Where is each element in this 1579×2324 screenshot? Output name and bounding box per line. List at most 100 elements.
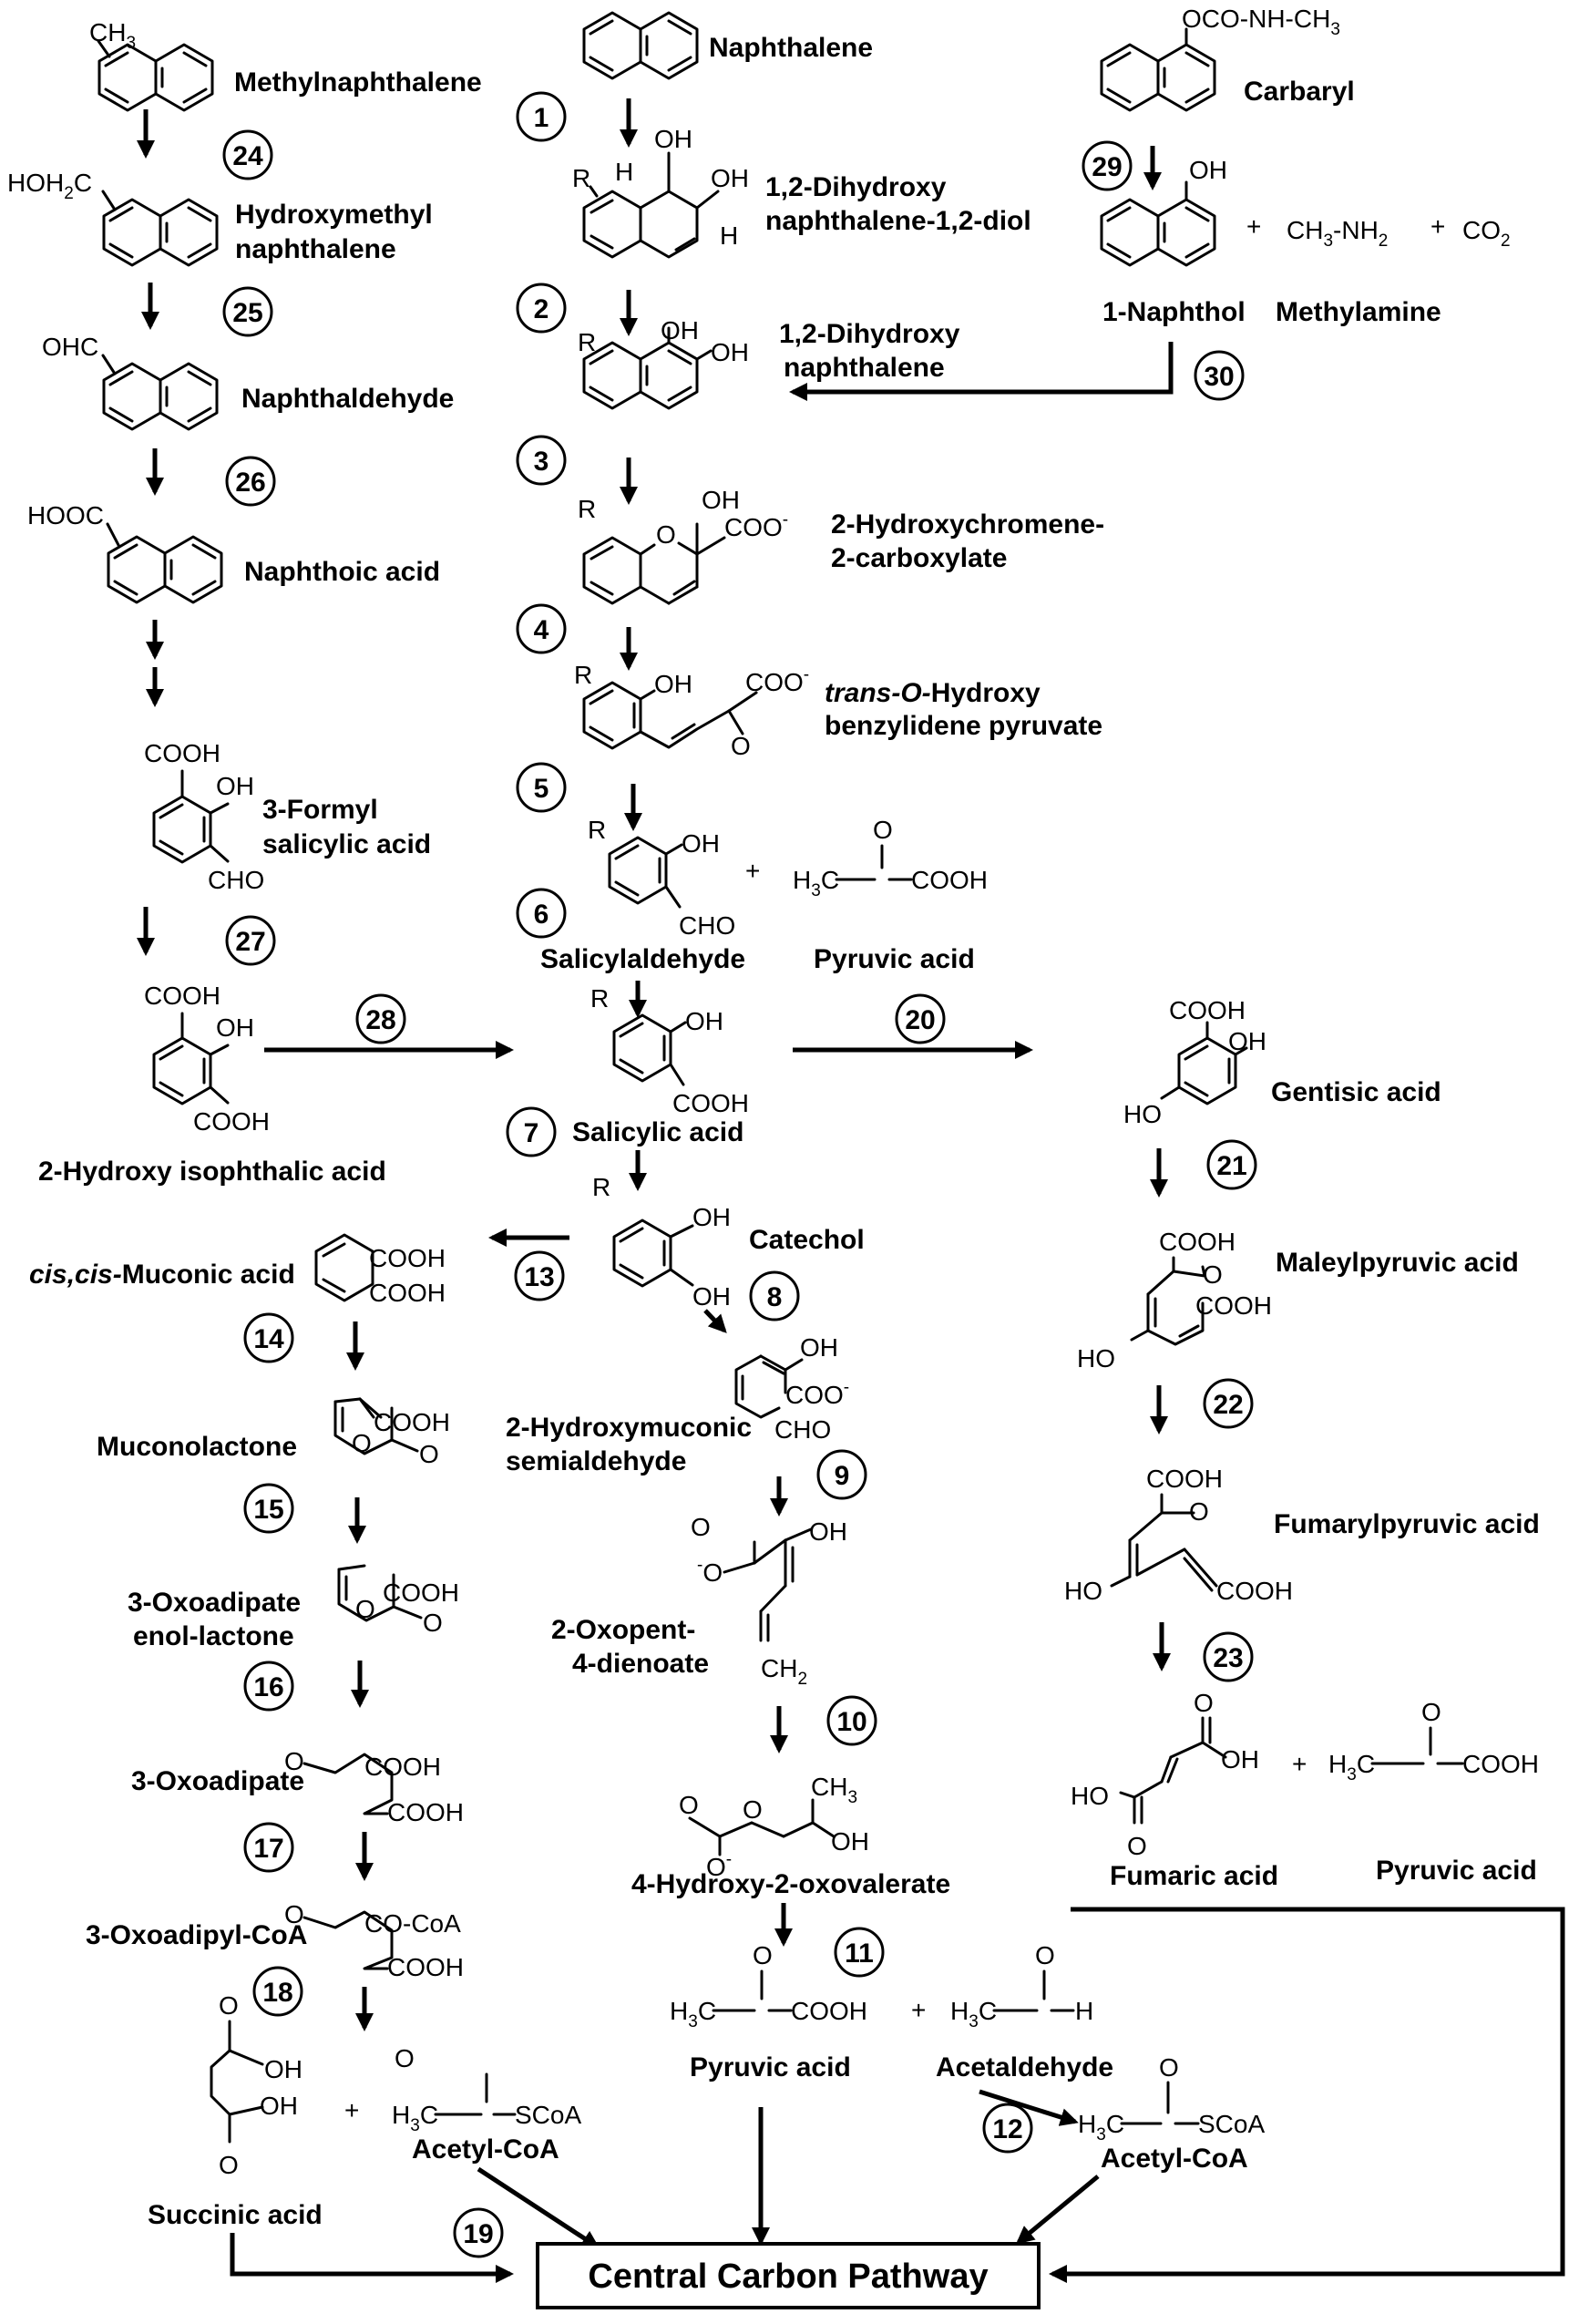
svg-text:30: 30 bbox=[1204, 362, 1234, 392]
plus-sign: + bbox=[344, 2096, 359, 2124]
methylnaphthalene-structure: CH3 bbox=[89, 18, 214, 112]
svg-text:O: O bbox=[219, 1991, 239, 2020]
methylamine-formula: CH3-NH2 bbox=[1287, 216, 1388, 251]
step-6: 6 bbox=[516, 888, 567, 939]
step-22: 22 bbox=[1203, 1378, 1254, 1429]
svg-text:OH: OH bbox=[702, 486, 740, 514]
svg-text:COOH: COOH bbox=[672, 1089, 749, 1117]
svg-text:HOH2C: HOH2C bbox=[7, 169, 92, 203]
svg-text:COOH: COOH bbox=[387, 1798, 464, 1826]
svg-text:HOOC: HOOC bbox=[27, 501, 104, 530]
svg-text:OH: OH bbox=[264, 2055, 302, 2083]
formyl-salicylic-acid-structure: COOH OH CHO bbox=[144, 739, 264, 894]
naphthoic-acid-label: Naphthoic acid bbox=[244, 557, 440, 587]
svg-text:OH: OH bbox=[685, 1007, 723, 1035]
svg-text:OH: OH bbox=[682, 829, 720, 858]
svg-text:OH: OH bbox=[654, 125, 692, 153]
step-3: 3 bbox=[516, 435, 567, 486]
muconolactone-label: Muconolactone bbox=[97, 1432, 297, 1462]
svg-text:OH: OH bbox=[260, 2092, 298, 2120]
svg-text:CH3: CH3 bbox=[811, 1773, 857, 1807]
maleylpyruvic-acid-structure: COOH O COOH HO bbox=[1077, 1228, 1272, 1373]
central-carbon-pathway-label: Central Carbon Pathway bbox=[588, 2257, 988, 2296]
step-17: 17 bbox=[243, 1822, 294, 1873]
svg-text:COOH: COOH bbox=[1462, 1750, 1539, 1778]
svg-text:R: R bbox=[574, 661, 592, 689]
fumarylpyruvic-acid-structure: COOH O HO COOH bbox=[1064, 1465, 1293, 1605]
svg-text:O: O bbox=[691, 1513, 711, 1541]
svg-text:23: 23 bbox=[1213, 1643, 1243, 1673]
catechol-structure: R OH OH bbox=[592, 1173, 731, 1311]
hydroxymuconic-label-1: 2-Hydroxymuconic bbox=[506, 1413, 752, 1443]
svg-text:7: 7 bbox=[524, 1118, 539, 1148]
svg-text:OH: OH bbox=[654, 670, 692, 698]
acetaldehyde-structure: O H3C H bbox=[950, 1941, 1093, 2031]
trans-hydroxy-label-2: benzylidene pyruvate bbox=[825, 711, 1102, 741]
svg-text:11: 11 bbox=[845, 1938, 874, 1969]
svg-text:15: 15 bbox=[253, 1495, 283, 1525]
salicylaldehyde-label: Salicylaldehyde bbox=[540, 944, 745, 974]
svg-text:O: O bbox=[1159, 2053, 1179, 2082]
carbaryl-structure: OCO-NH-CH3 bbox=[1100, 5, 1340, 112]
step-30: 30 bbox=[1194, 350, 1245, 401]
svg-text:O: O bbox=[743, 1795, 763, 1824]
step-16: 16 bbox=[243, 1661, 294, 1712]
naphthoic-acid-structure: HOOC bbox=[27, 501, 223, 604]
reaction-arrows bbox=[137, 98, 1565, 2283]
step-28: 28 bbox=[355, 993, 406, 1044]
svg-text:COOH: COOH bbox=[1169, 996, 1246, 1024]
gentisic-acid-label: Gentisic acid bbox=[1271, 1077, 1441, 1107]
hydroxybenzylidene-pyruvate-structure: R OH COO- O bbox=[574, 661, 809, 760]
naphthaldehyde-label: Naphthaldehyde bbox=[241, 384, 454, 414]
hydroxymethylnaphthalene-structure: HOH2C bbox=[7, 169, 219, 267]
dihydroxy-diol-label-2: naphthalene-1,2-diol bbox=[765, 206, 1031, 236]
svg-text:R: R bbox=[572, 164, 590, 192]
svg-text:O: O bbox=[284, 1900, 304, 1928]
central-carbon-pathway-box: Central Carbon Pathway bbox=[536, 2242, 1041, 2309]
fumarylpyruvic-acid-label: Fumarylpyruvic acid bbox=[1274, 1509, 1540, 1539]
methylamine-label: Methylamine bbox=[1276, 297, 1441, 327]
maleylpyruvic-acid-label: Maleylpyruvic acid bbox=[1276, 1248, 1519, 1278]
pyruvic-acid-right-label: Pyruvic acid bbox=[1376, 1856, 1537, 1886]
trans-hydroxy-label-1: trans-O-Hydroxy bbox=[825, 678, 1041, 708]
svg-text:OH: OH bbox=[1189, 156, 1227, 184]
svg-text:13: 13 bbox=[524, 1262, 554, 1292]
svg-text:29: 29 bbox=[1092, 152, 1122, 182]
hydroxymethylnaphthalene-label-2: naphthalene bbox=[235, 234, 396, 264]
dihydroxy-naphthalene-label-2: naphthalene bbox=[784, 353, 945, 383]
svg-text:21: 21 bbox=[1216, 1151, 1246, 1181]
hydroxymuconic-label-2: semialdehyde bbox=[506, 1446, 686, 1476]
svg-text:OH: OH bbox=[1221, 1745, 1259, 1774]
gentisic-acid-structure: COOH OH HO bbox=[1123, 996, 1266, 1128]
svg-text:14: 14 bbox=[253, 1324, 284, 1354]
svg-text:O: O bbox=[355, 1595, 375, 1623]
svg-text:HO: HO bbox=[1077, 1344, 1115, 1373]
succinic-acid-structure: O OH OH O bbox=[210, 1991, 302, 2179]
svg-text:SCoA: SCoA bbox=[1198, 2110, 1265, 2138]
naphthalene-label: Naphthalene bbox=[709, 33, 873, 63]
svg-text:COOH: COOH bbox=[374, 1408, 450, 1436]
step-11: 11 bbox=[834, 1927, 885, 1978]
svg-text:H3C: H3C bbox=[670, 1997, 716, 2031]
step-2: 2 bbox=[516, 283, 567, 334]
svg-text:CHO: CHO bbox=[774, 1415, 831, 1444]
svg-text:COOH: COOH bbox=[1195, 1291, 1272, 1320]
svg-text:OH: OH bbox=[831, 1827, 869, 1856]
svg-text:COOH: COOH bbox=[1159, 1228, 1236, 1256]
svg-text:O: O bbox=[1035, 1941, 1055, 1969]
svg-text:27: 27 bbox=[235, 927, 265, 957]
svg-text:OHC: OHC bbox=[42, 333, 98, 361]
svg-text:OH: OH bbox=[692, 1203, 731, 1231]
svg-text:O: O bbox=[1127, 1832, 1147, 1860]
svg-text:COOH: COOH bbox=[1146, 1465, 1223, 1493]
svg-text:25: 25 bbox=[232, 298, 262, 328]
svg-text:O: O bbox=[656, 520, 676, 549]
svg-text:H3C: H3C bbox=[392, 2101, 438, 2135]
svg-text:COOH: COOH bbox=[144, 982, 220, 1010]
step-4: 4 bbox=[516, 603, 567, 654]
oxoadipate-enol-label-2: enol-lactone bbox=[133, 1621, 294, 1651]
acetyl-coa-left-label: Acetyl-CoA bbox=[412, 2134, 559, 2165]
svg-text:9: 9 bbox=[835, 1461, 850, 1491]
oxoadipyl-coa-label: 3-Oxoadipyl-CoA bbox=[86, 1920, 307, 1950]
